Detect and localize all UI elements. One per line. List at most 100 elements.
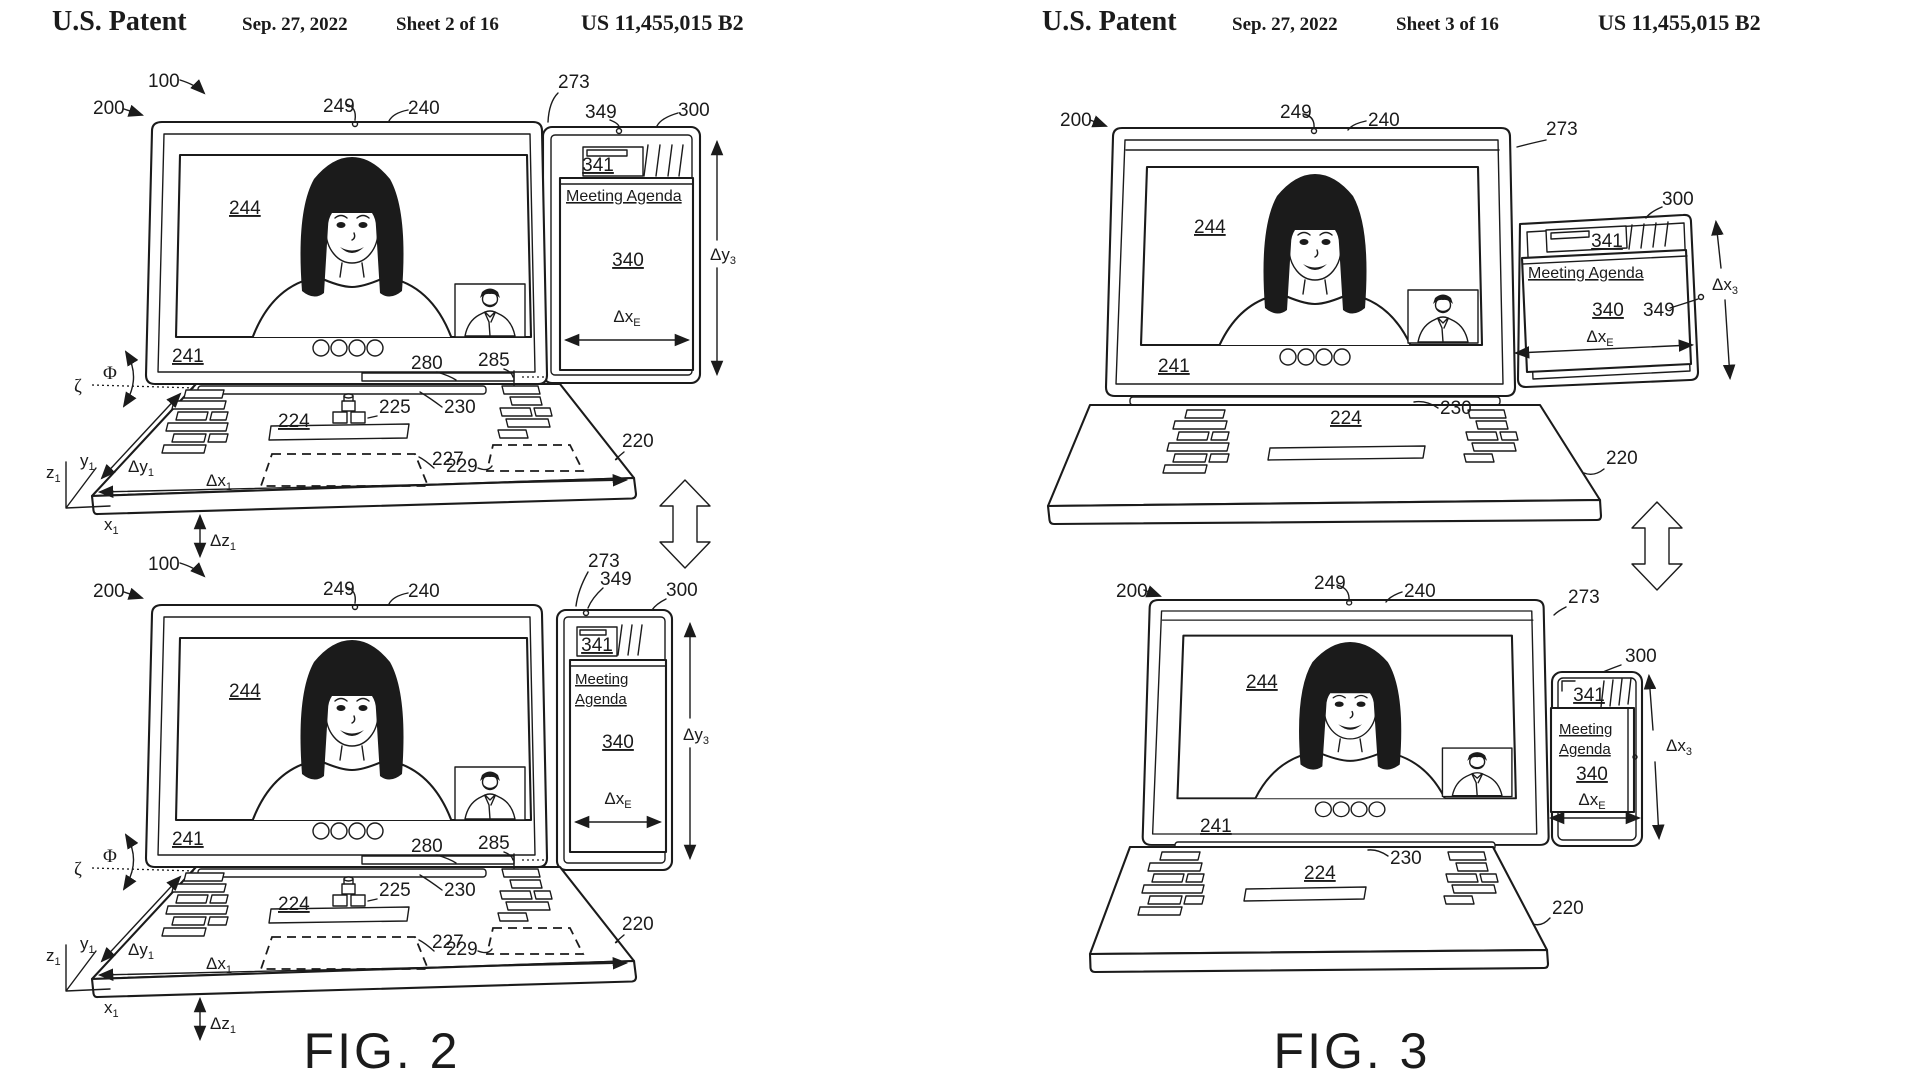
ref-300: 300 xyxy=(1625,646,1657,667)
leader-200 xyxy=(1143,585,1162,598)
ref-340: 340 xyxy=(1592,300,1624,321)
ref-249: 249 xyxy=(323,96,355,117)
ref-241: 241 xyxy=(172,829,204,850)
tab-hatch-lines xyxy=(1600,677,1632,708)
secondary-display-300 xyxy=(1513,213,1736,389)
leader-230 xyxy=(1413,400,1439,409)
ref-220: 220 xyxy=(1606,448,1638,469)
leader-220 xyxy=(614,451,625,461)
sheet3-header-number: US 11,455,015 B2 xyxy=(1598,10,1761,35)
tab-hatch-lines xyxy=(643,144,684,177)
axis-x1: x1 xyxy=(104,515,119,537)
ref-225: 225 xyxy=(379,880,411,901)
ref-273: 273 xyxy=(588,551,620,572)
deck-front-face xyxy=(1046,498,1603,526)
ref-349: 349 xyxy=(585,102,617,123)
dim-dy1: Δy1 xyxy=(128,940,154,962)
tab-hatch-lines xyxy=(617,624,643,656)
ref-285: 285 xyxy=(478,350,510,371)
leader-300 xyxy=(656,112,679,127)
sheet2-header-title: U.S. Patent xyxy=(52,6,187,37)
dim-dy3: Δy3 xyxy=(683,725,709,747)
leader-300 xyxy=(1602,664,1622,673)
ref-229: 229 xyxy=(446,456,478,477)
tab-slot xyxy=(579,629,607,636)
ref-227: 227 xyxy=(432,449,464,470)
ref-220: 220 xyxy=(622,914,654,935)
tab-341 xyxy=(576,626,618,657)
secondary-camera-dot xyxy=(1632,754,1638,760)
ref-341: 341 xyxy=(581,635,613,656)
dim-dz1: Δz1 xyxy=(210,531,236,553)
ref-200: 200 xyxy=(1060,110,1092,131)
dim-dy3: Δy3 xyxy=(710,245,736,267)
sheet3-header-date: Sep. 27, 2022 xyxy=(1232,14,1338,35)
ref-229: 229 xyxy=(446,939,478,960)
zeta-symbol: ζ xyxy=(74,376,82,397)
dim-dx1: Δx1 xyxy=(206,471,232,493)
leader-225 xyxy=(367,898,378,902)
ref-240: 240 xyxy=(1404,581,1436,602)
ref-349: 349 xyxy=(1643,300,1675,321)
dx3-arrow-lower xyxy=(1652,761,1665,841)
ref-249: 249 xyxy=(1280,102,1312,123)
ref-280: 280 xyxy=(411,353,443,374)
dim-dxe: ΔxE xyxy=(1578,790,1605,812)
leader-349 xyxy=(1669,298,1699,309)
leader-273 xyxy=(575,571,589,607)
ref-244: 244 xyxy=(229,198,261,219)
tab-341-bracket xyxy=(1561,680,1576,692)
leader-300 xyxy=(651,598,667,611)
dim-dz1: Δz1 xyxy=(210,1014,236,1036)
ref-230: 230 xyxy=(444,397,476,418)
leader-230 xyxy=(419,874,443,891)
ref-227: 227 xyxy=(432,932,464,953)
leader-100 xyxy=(179,562,206,578)
ref-273: 273 xyxy=(1546,119,1578,140)
ref-340: 340 xyxy=(1576,764,1608,785)
ref-230: 230 xyxy=(1440,398,1472,419)
zeta-symbol: ζ xyxy=(74,859,82,880)
ref-273: 273 xyxy=(558,72,590,93)
deck-center-bar xyxy=(1243,886,1367,902)
ref-200: 200 xyxy=(93,581,125,602)
figure-3-caption: FIG. 3 xyxy=(1273,1023,1431,1079)
leader-227 xyxy=(418,939,435,952)
sheet3-header-title: U.S. Patent xyxy=(1042,6,1177,37)
ref-224: 224 xyxy=(278,894,310,915)
dim-dxe: ΔxE xyxy=(1586,327,1613,349)
leader-349 xyxy=(587,587,604,609)
ref-100: 100 xyxy=(148,554,180,575)
leader-273 xyxy=(1553,606,1567,616)
leader-220 xyxy=(1583,468,1605,476)
ref-280: 280 xyxy=(411,836,443,857)
ref-341: 341 xyxy=(1573,685,1605,706)
leader-229 xyxy=(477,948,493,954)
agenda-text: Agenda xyxy=(575,691,627,708)
axis-z1: z1 xyxy=(46,946,61,968)
leader-300 xyxy=(1645,206,1663,219)
leader-240 xyxy=(388,109,409,122)
leader-249 xyxy=(345,103,356,121)
leader-280 xyxy=(436,854,457,864)
ref-225: 225 xyxy=(379,397,411,418)
ref-240: 240 xyxy=(1368,110,1400,131)
leader-220 xyxy=(614,934,625,944)
leader-285 xyxy=(503,368,514,378)
ref-340: 340 xyxy=(612,250,644,271)
dxe-arrow xyxy=(1513,339,1695,359)
meeting-text: Meeting xyxy=(575,671,628,688)
leader-230 xyxy=(419,391,443,408)
tab-slot xyxy=(586,149,628,157)
agenda-panel xyxy=(558,176,695,372)
figure-2-lower-drawing: 100 200 249 240 273 349 300 244 241 280 … xyxy=(46,551,709,1039)
ref-300: 300 xyxy=(1662,189,1694,210)
ref-285: 285 xyxy=(478,833,510,854)
axis-y1: y1 xyxy=(80,451,95,473)
sheet2-header-number: US 11,455,015 B2 xyxy=(581,10,744,35)
ref-349: 349 xyxy=(600,569,632,590)
leader-280 xyxy=(436,371,457,381)
ref-340: 340 xyxy=(602,732,634,753)
ref-224: 224 xyxy=(278,411,310,432)
